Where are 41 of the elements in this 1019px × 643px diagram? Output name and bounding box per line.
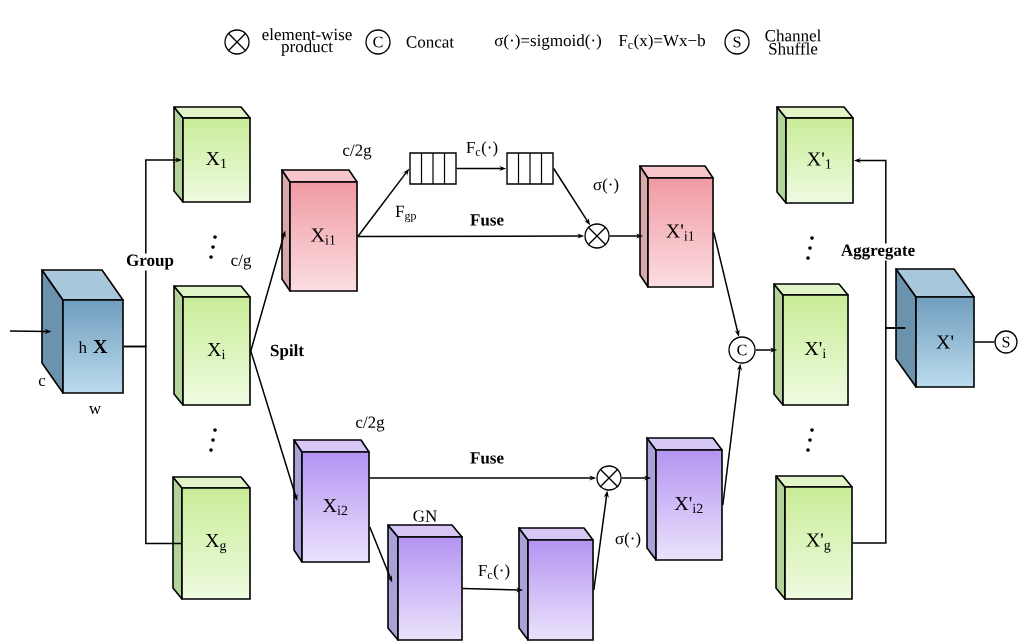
step-label: Aggregate — [839, 243, 917, 261]
vector-box — [506, 152, 554, 185]
formula-text: σ(·)=sigmoid(·) — [493, 33, 603, 51]
edge-label: F$_{c}$(·) — [476, 563, 512, 581]
feature-block: X'$_{i}$ — [773, 283, 849, 406]
edge-label: σ(·) — [613, 531, 643, 549]
legend-text: Concat — [406, 36, 454, 48]
feature-cube: X' — [895, 268, 975, 388]
feature-block: X'$_{i2}$ — [646, 437, 723, 561]
edge-label: σ(·) — [591, 177, 621, 195]
feature-block: X$_{i1}$ — [281, 169, 358, 292]
feature-block: X$_{1}$ — [173, 106, 251, 203]
feature-block: X'$_{g}$ — [775, 475, 853, 600]
dimension-label: c/g — [229, 253, 253, 271]
connector-line — [974, 341, 996, 343]
step-label: Group — [125, 253, 175, 271]
multiply-symbol — [596, 465, 622, 491]
connector-line — [852, 327, 906, 544]
step-label: Spilt — [269, 343, 305, 361]
edge-label: F$_{c}$(·) — [464, 140, 500, 158]
dimension-label: c/2g — [341, 143, 373, 161]
vector-box — [409, 152, 457, 185]
feature-block: X$_{g}$ — [172, 476, 251, 600]
node-label: GN — [413, 510, 437, 522]
edge-label: Fuse — [469, 451, 505, 465]
feature-block: X$_{i}$ — [173, 285, 251, 406]
feature-block: X$_{i2}$ — [293, 439, 370, 563]
edge-label: Fuse — [469, 213, 505, 227]
feature-block: X'$_{1}$ — [776, 106, 854, 204]
dimension-label: w — [88, 406, 102, 414]
dimension-label: c/2g — [354, 415, 386, 433]
legend-text: element-wise product — [262, 28, 352, 56]
formula-text: F$_{c}$(x)=Wx−b — [617, 33, 707, 51]
feature-block: GN — [387, 510, 463, 641]
connector-line — [123, 345, 182, 545]
feature-block: X'$_{i1}$ — [639, 165, 714, 288]
feature-block — [518, 527, 594, 641]
multiply-symbol — [584, 223, 610, 249]
edge-label: F$_{gp}$ — [394, 204, 418, 224]
dimension-label: c — [38, 377, 46, 387]
legend-text: Channel Shuffle — [765, 29, 821, 55]
